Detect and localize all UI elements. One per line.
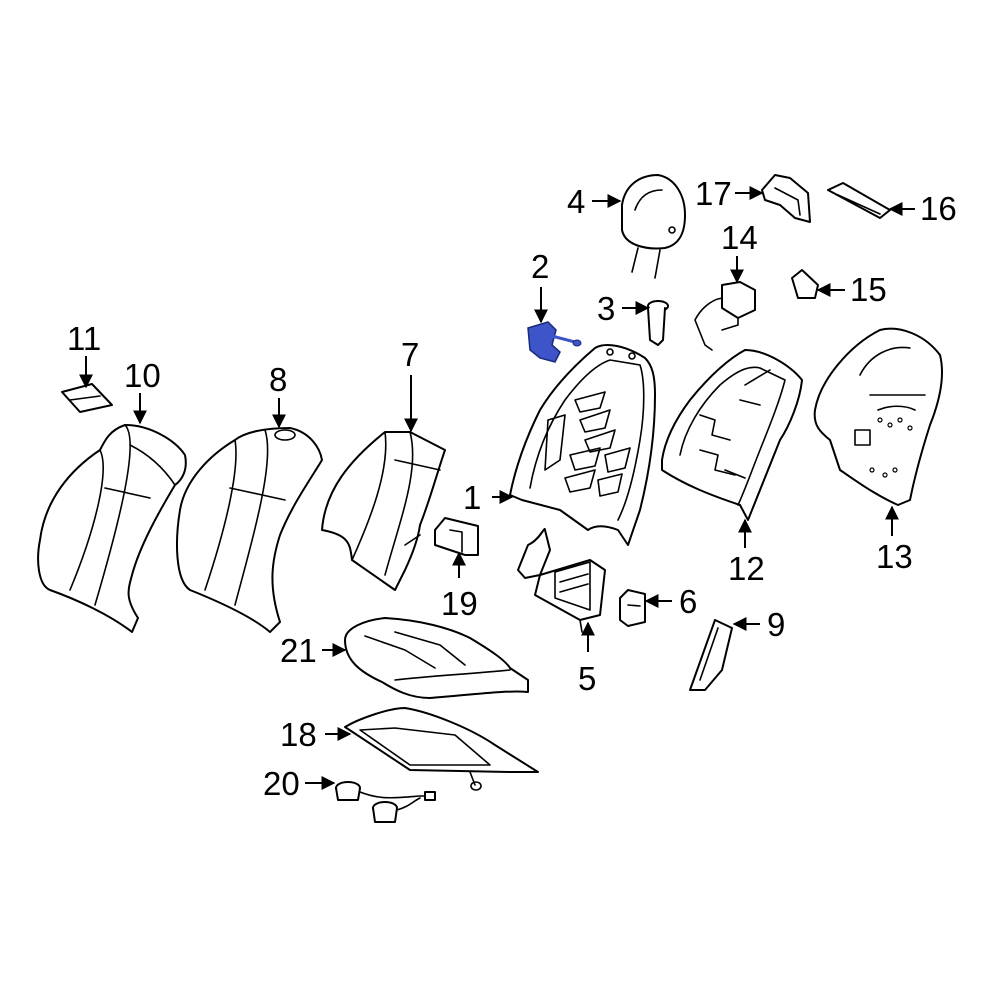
callout-20: 20 (263, 765, 300, 802)
part-18-seat-pan[interactable] (344, 707, 539, 791)
callout-8: 8 (269, 361, 287, 398)
part-5-lumbar-support[interactable] (517, 528, 606, 633)
callout-labels: 1 2 3 4 5 6 7 8 9 10 11 12 13 14 15 16 1… (67, 175, 957, 802)
part-9-trim-panel[interactable] (689, 619, 733, 691)
callout-21: 21 (280, 632, 317, 669)
part-16-rail[interactable] (827, 182, 891, 219)
callout-12: 12 (728, 550, 765, 587)
part-12-back-panel[interactable] (661, 349, 803, 521)
part-4-headrest[interactable] (621, 174, 686, 279)
part-15-clip[interactable] (791, 269, 819, 299)
part-11-clip[interactable] (61, 383, 113, 413)
callout-17: 17 (695, 175, 732, 212)
callout-5: 5 (578, 660, 596, 697)
part-14-actuator[interactable] (694, 281, 756, 351)
part-21-seat-cushion-cover[interactable] (344, 617, 529, 699)
part-8-seat-back-cover[interactable] (176, 427, 323, 633)
part-10-seat-back-cover[interactable] (37, 424, 187, 633)
part-6-switch[interactable] (619, 589, 646, 627)
callout-15: 15 (850, 271, 887, 308)
callout-3: 3 (597, 290, 615, 327)
callout-13: 13 (876, 538, 913, 575)
part-19-bracket[interactable] (434, 517, 479, 556)
callout-2: 2 (531, 248, 549, 285)
callout-arrows (79, 186, 915, 790)
callout-4: 4 (567, 183, 585, 220)
part-20-sensor-wire[interactable] (335, 781, 436, 823)
part-2-highlighted-bracket[interactable] (527, 321, 582, 363)
callout-16: 16 (920, 190, 957, 227)
callout-7: 7 (401, 336, 419, 373)
part-17-cap[interactable] (761, 174, 811, 223)
callout-14: 14 (721, 219, 758, 256)
callout-6: 6 (679, 583, 697, 620)
callout-18: 18 (280, 716, 317, 753)
callout-10: 10 (124, 357, 161, 394)
callout-19: 19 (441, 585, 478, 622)
callout-1: 1 (463, 479, 481, 516)
callout-11: 11 (67, 320, 101, 357)
part-3-guide[interactable] (647, 300, 669, 346)
callout-9: 9 (767, 606, 785, 643)
part-13-back-shell[interactable] (813, 327, 943, 506)
part-7-side-panel[interactable] (321, 431, 446, 591)
part-1-seat-back-frame[interactable] (509, 344, 656, 546)
